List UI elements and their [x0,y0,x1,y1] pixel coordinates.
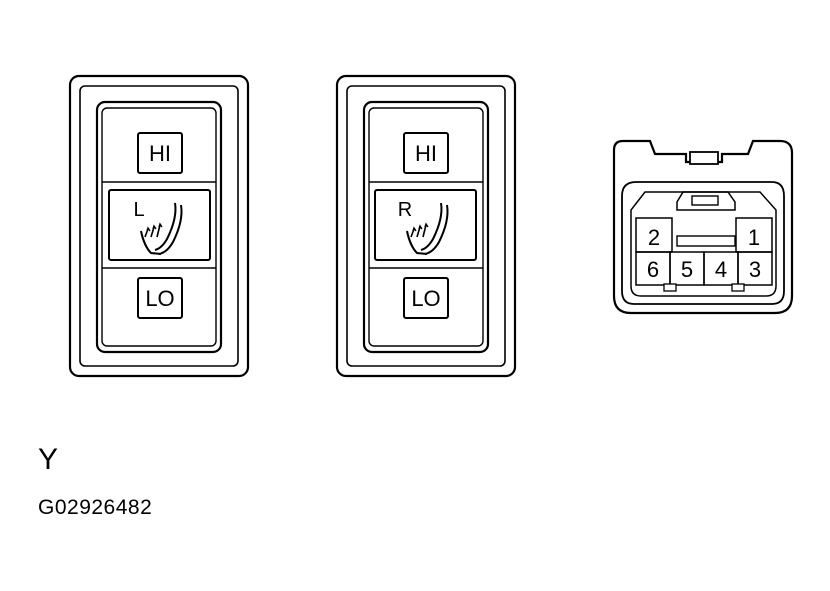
left-seat-heater-switch: HI L LO [68,74,250,378]
connector-lock-window [691,195,719,206]
switch-bezel-inner [346,85,506,367]
connector: 2 1 6 5 4 3 [612,139,794,315]
connector-key [676,235,736,247]
hi-label: HI [149,141,171,166]
switch-body-inner [101,107,217,347]
connector-tab-left [663,283,677,292]
lo-label: LO [145,286,174,311]
switch-body-inner [368,107,484,347]
connector-top-latch [689,151,719,165]
hi-label: HI [415,141,437,166]
pin-label-2: 2 [648,225,660,250]
connector-color-code: Y [38,443,59,476]
lo-button-frame [403,277,449,319]
hi-button[interactable]: HI [137,132,183,174]
connector-cavity [630,191,777,297]
connector-housing [612,139,794,315]
pin-cell-3 [737,251,773,286]
connector-inner-wall [621,181,785,305]
pin-label-1: 1 [748,225,760,250]
heater-rocker[interactable]: R [374,189,477,261]
pin-label-4: 4 [715,257,727,282]
connector-tab-right [731,283,745,292]
pin-label-5: 5 [681,257,693,282]
right-seat-heater-switch: HI R LO [335,74,517,378]
heater-rocker[interactable]: L [108,189,211,261]
hi-button[interactable]: HI [403,132,449,174]
lo-button[interactable]: LO [403,277,449,319]
lo-button-frame [137,277,183,319]
side-letter-label: L [133,199,144,221]
figure-id: G02926482 [38,496,153,519]
seat-heater-icon [140,202,183,255]
lo-label: LO [411,286,440,311]
pin-label-6: 6 [647,257,659,282]
connector-lock-housing [676,191,736,211]
lo-button[interactable]: LO [137,277,183,319]
pin-label-3: 3 [749,257,761,282]
seat-heater-icon [406,202,449,255]
side-letter-label: R [398,199,412,221]
hi-button-frame [403,132,449,174]
switch-bezel-inner [79,85,239,367]
hi-button-frame [137,132,183,174]
